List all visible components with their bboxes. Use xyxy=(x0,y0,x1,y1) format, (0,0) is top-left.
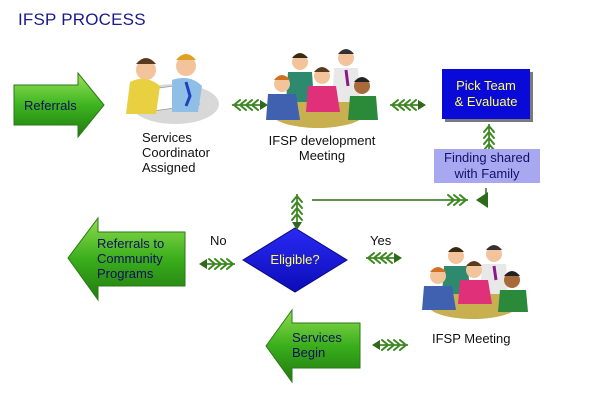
leaf-arrow-icon xyxy=(312,188,488,208)
leaf-arrow-icon xyxy=(365,252,403,264)
services-coordinator-label: Services Coordinator Assigned xyxy=(142,130,210,175)
referrals-label: Referrals xyxy=(24,98,77,113)
yes-label: Yes xyxy=(370,233,392,248)
leaf-arrow-icon xyxy=(371,339,409,351)
leaf-arrow-icon xyxy=(198,258,236,270)
pick-team-box: Pick Team & Evaluate xyxy=(442,69,530,119)
leaf-arrow-icon xyxy=(389,99,427,111)
leaf-arrow-icon xyxy=(291,193,303,231)
ifsp-development-label: IFSP development Meeting xyxy=(268,133,376,163)
eligible-diamond xyxy=(242,227,348,293)
community-arrow-shape xyxy=(67,216,186,302)
eligible-label: Eligible? xyxy=(270,252,320,267)
leaf-arrow-icon xyxy=(231,99,269,111)
two-people-meeting-icon xyxy=(126,54,219,124)
no-label: No xyxy=(210,233,227,248)
services-begin-arrow-shape xyxy=(265,308,361,384)
group-meeting-icon xyxy=(266,49,378,128)
finding-shared-box: Finding shared with Family xyxy=(434,149,540,183)
community-programs-label: Referrals to Community Programs xyxy=(97,236,165,281)
services-begin-label: Services Begin xyxy=(292,330,342,360)
page-title: IFSP PROCESS xyxy=(18,10,146,29)
ifsp-meeting-label: IFSP Meeting xyxy=(432,331,511,346)
group-meeting-icon-small xyxy=(422,245,528,319)
referrals-arrow-shape xyxy=(13,71,105,139)
